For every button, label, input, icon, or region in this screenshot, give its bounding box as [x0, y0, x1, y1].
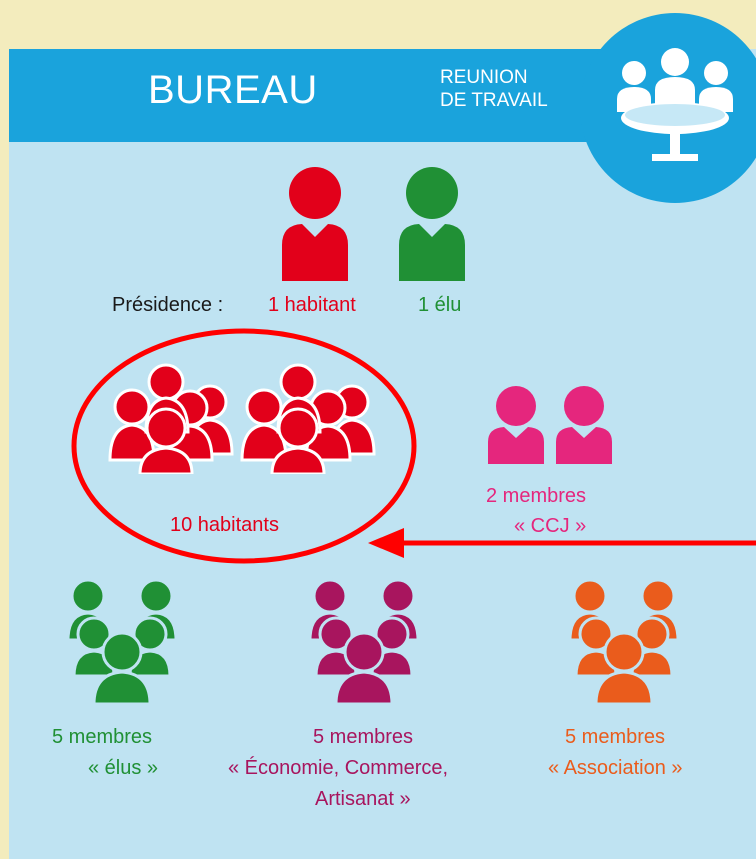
habitants-label: 10 habitants [170, 514, 279, 536]
header-banner [9, 49, 629, 142]
association-name-label: « Association » [548, 757, 683, 779]
president-habitant-figure [282, 167, 348, 281]
presidence-label: Présidence : [112, 294, 224, 316]
habitants-group-icon [108, 363, 376, 474]
header-subtitle: REUNION DE TRAVAIL [440, 66, 548, 112]
elus-group-icon [66, 578, 178, 706]
meeting-table-icon [580, 13, 756, 203]
association-group-icon [568, 578, 680, 706]
elus-count-label: 5 membres [52, 726, 153, 748]
elus-name-label: « élus » [88, 757, 159, 779]
economie-name-label: « Économie, Commerce, [228, 757, 449, 779]
presidence-habitant-label: 1 habitant [268, 294, 356, 316]
economie-name-label-cont: Artisanat » [315, 788, 411, 810]
subtitle-line-1: REUNION [440, 67, 528, 88]
president-elu-figure [399, 167, 465, 281]
ccj-group-icon [488, 386, 612, 464]
ccj-name-label: « CCJ » [514, 515, 587, 537]
economie-count-label: 5 membres [313, 726, 414, 748]
page-title: BUREAU [148, 68, 318, 112]
presidence-elu-label: 1 élu [418, 294, 462, 316]
association-count-label: 5 membres [565, 726, 666, 748]
subtitle-line-2: DE TRAVAIL [440, 90, 548, 111]
ccj-count-label: 2 membres [486, 485, 587, 507]
economie-group-icon [308, 578, 420, 706]
